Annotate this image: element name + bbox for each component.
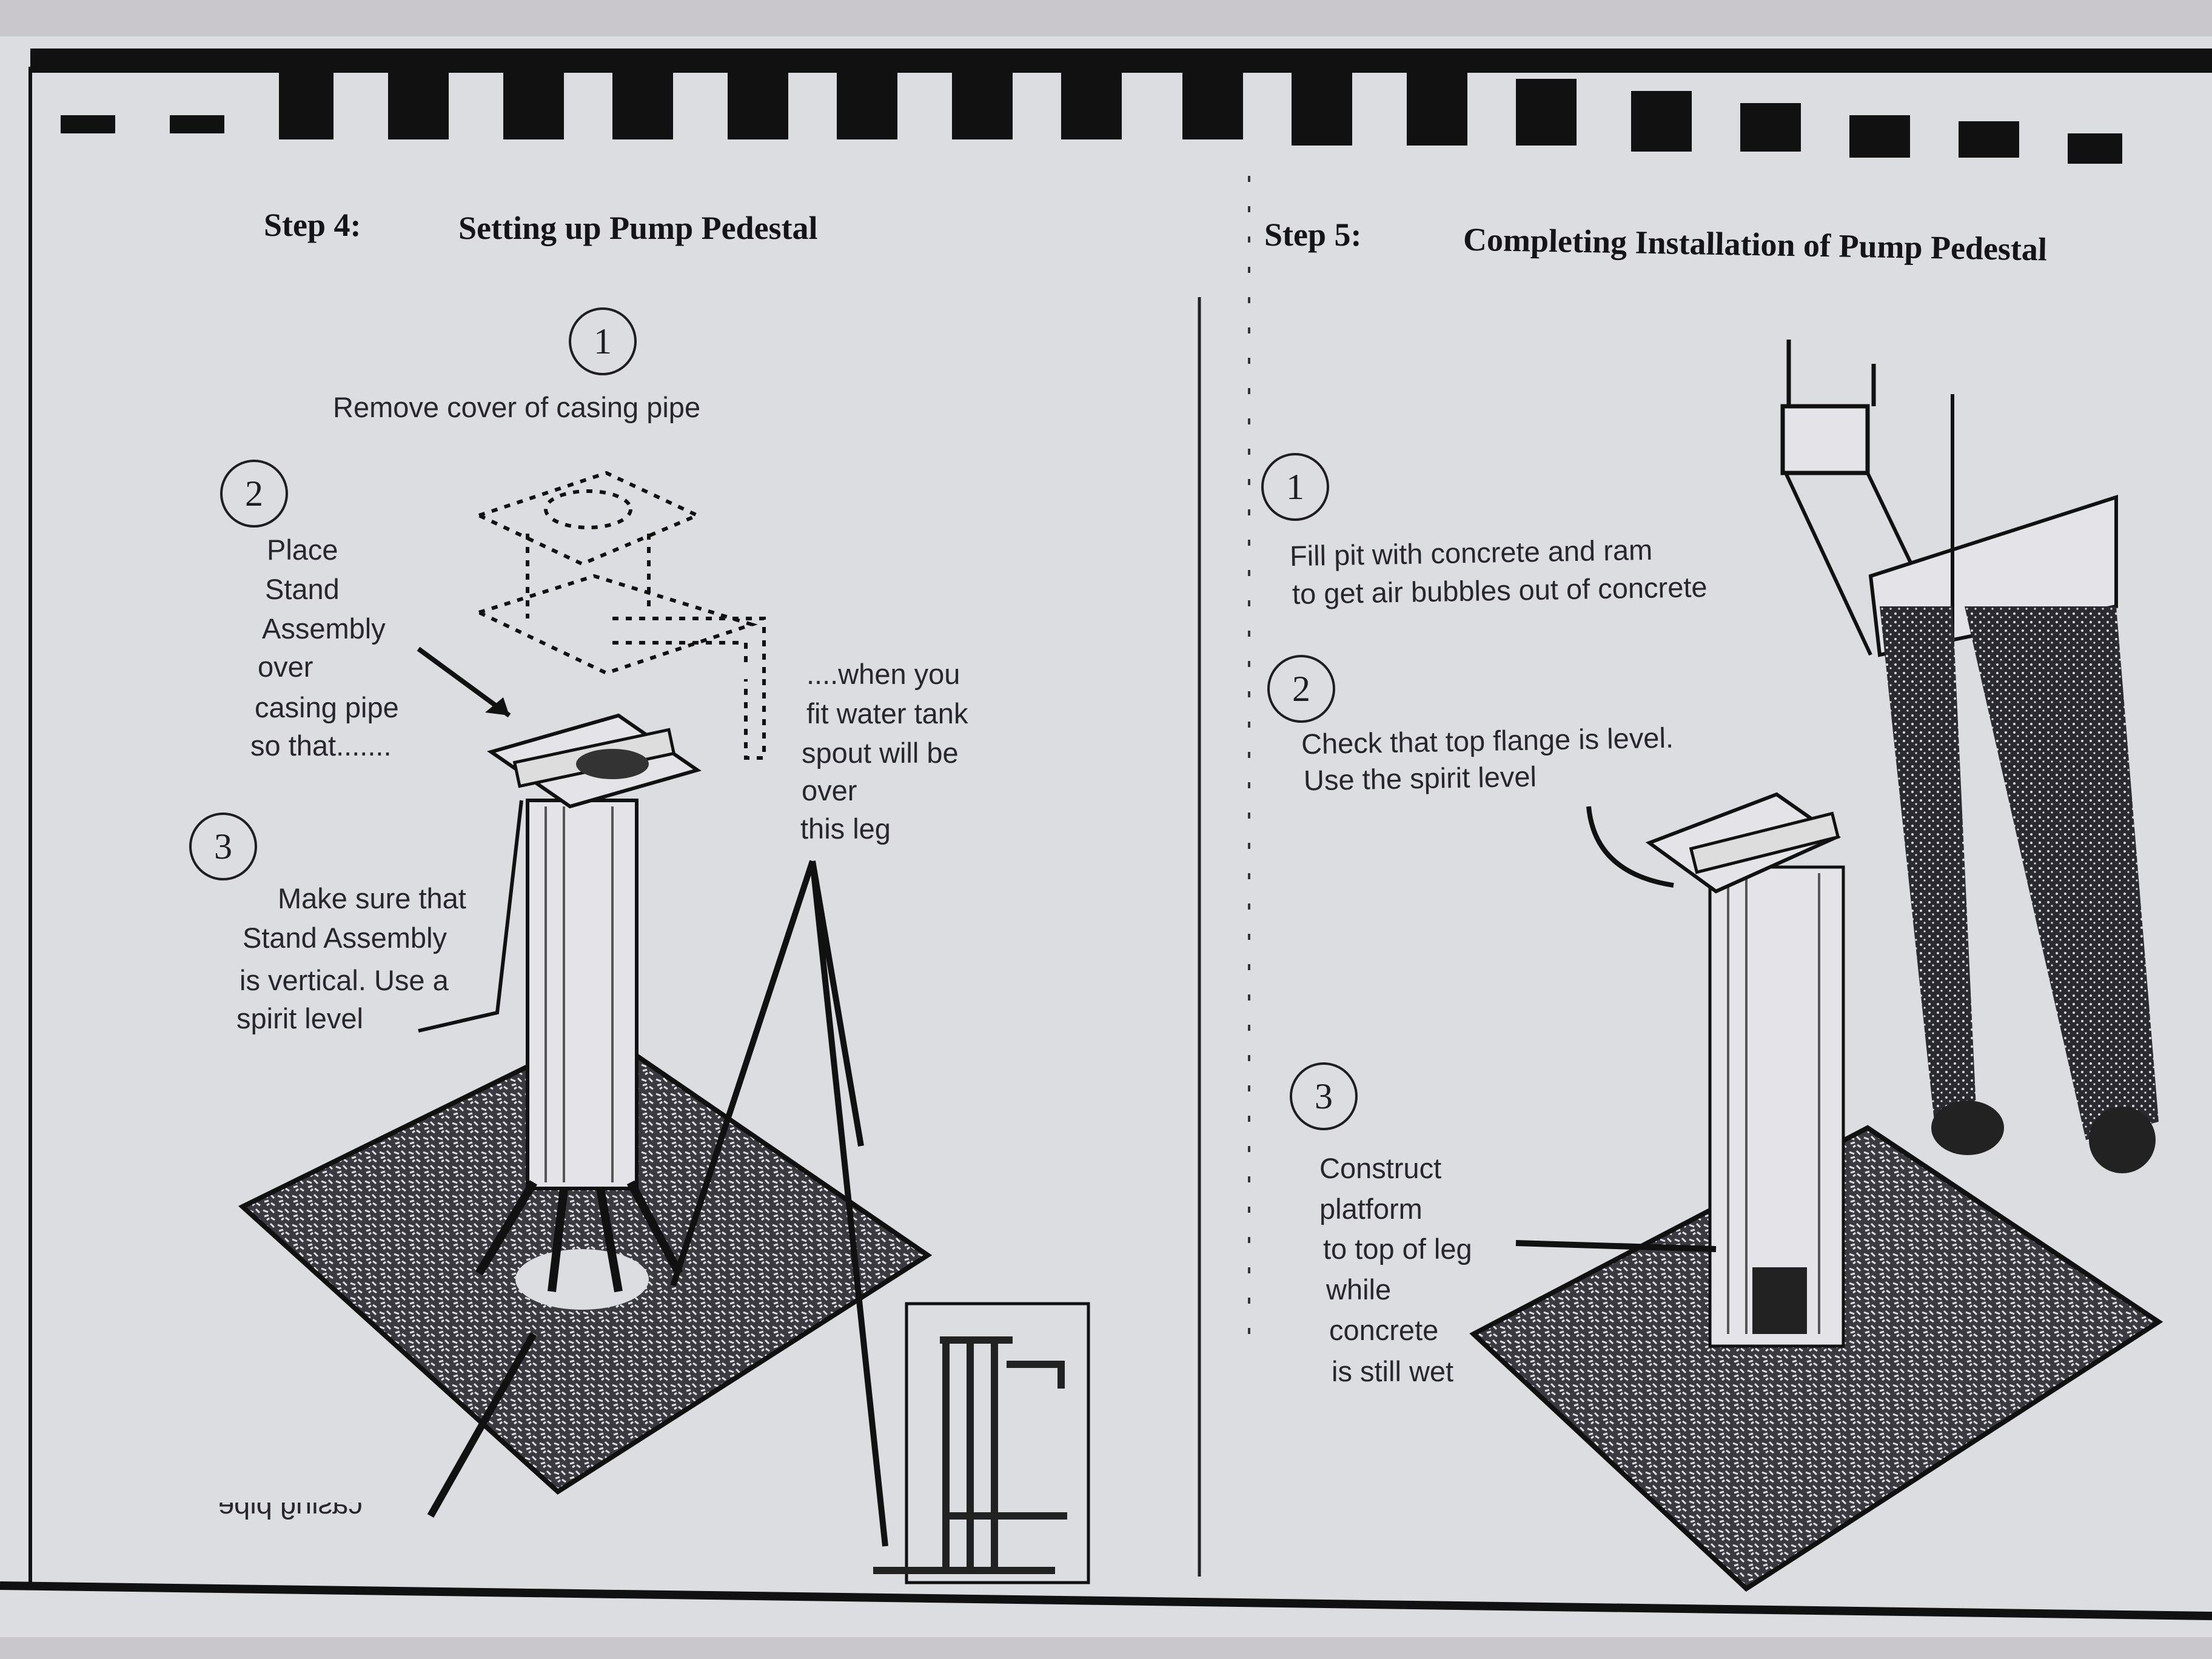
- spout-note-line: spout will be: [802, 737, 959, 769]
- bottom-rule: [0, 1581, 2212, 1620]
- step5-item1-line: Fill pit with concrete and ram: [1289, 533, 1653, 572]
- step5-item3-line: concrete: [1329, 1314, 1439, 1346]
- step4-item3-line: is vertical. Use a: [240, 964, 449, 996]
- step5-item2-line: Use the spirit level: [1303, 760, 1537, 797]
- step4-item1-number: 1: [569, 307, 637, 375]
- step5-item1-line: to get air bubbles out of concrete: [1292, 571, 1708, 610]
- step5-item3-number: 3: [1290, 1062, 1358, 1130]
- completed-pedestal-drawing: [1469, 340, 2163, 1592]
- binding-strip: [28, 49, 2212, 1589]
- step4-item2-line: over: [258, 651, 313, 683]
- step4-label: Step 4:: [264, 207, 361, 243]
- step4-item3-number: 3: [189, 813, 257, 880]
- casing-pipe-label-clipped: casing pipe: [218, 1503, 424, 1521]
- step4-item2-line: Stand: [265, 573, 340, 605]
- step5-item1-number: 1: [1261, 453, 1329, 521]
- step4-item1-text: Remove cover of casing pipe: [333, 391, 701, 423]
- step5-item3-line: is still wet: [1332, 1355, 1454, 1387]
- spout-note-line: ....when you: [806, 658, 960, 690]
- spout-note-line: over: [802, 774, 857, 806]
- step5-item3-line: Construct: [1319, 1152, 1442, 1184]
- step4-item2-line: so that.......: [250, 729, 392, 762]
- step4-item3-line: Make sure that: [278, 882, 466, 914]
- step4-item3-line: Stand Assembly: [243, 922, 447, 954]
- casing-pipe-label: casing pipe: [218, 1503, 363, 1520]
- step5-item3-line: platform: [1319, 1193, 1423, 1225]
- step5-item3-line: to top of leg: [1323, 1233, 1472, 1265]
- step4-item2-number: 2: [220, 460, 288, 528]
- step5-item2-number: 2: [1267, 655, 1335, 723]
- spout-note-line: this leg: [800, 813, 891, 845]
- pump-pedestal-drawing: [238, 471, 1090, 1584]
- step5-item2-line: Check that top flange is level.: [1301, 721, 1674, 760]
- step4-item2-line: Place: [267, 534, 338, 566]
- step4-item2-line: casing pipe: [255, 691, 399, 723]
- step5-item3-line: while: [1326, 1273, 1392, 1305]
- step4-item2-line: Assembly: [262, 612, 386, 645]
- spout-note-line: fit water tank: [806, 697, 968, 729]
- step4-title: Setting up Pump Pedestal: [458, 210, 818, 246]
- step5-label: Step 5:: [1264, 216, 1362, 253]
- step4-item3-line: spirit level: [236, 1002, 363, 1034]
